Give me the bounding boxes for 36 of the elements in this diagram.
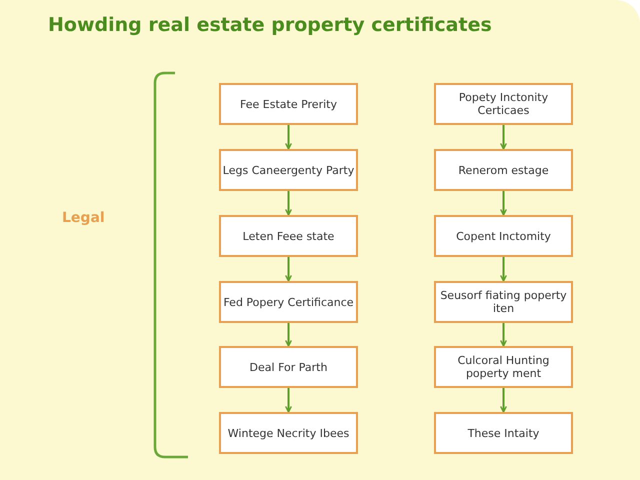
arrow (285, 125, 292, 150)
box-label: Seusorf fiating poperty iten (439, 289, 568, 315)
process-box (219, 215, 358, 257)
process-box (434, 346, 573, 388)
process-box (219, 281, 358, 323)
arrow (500, 323, 507, 347)
process-box (434, 149, 573, 191)
process-box (434, 215, 573, 257)
process-box (219, 346, 358, 388)
arrow (285, 323, 292, 347)
box-label: These Intaity (468, 426, 540, 440)
box-label: Leten Feee state (242, 230, 334, 242)
arrow (285, 388, 292, 413)
arrow (500, 125, 507, 150)
box-label: Fee Estate Prerity (240, 98, 337, 110)
arrow (285, 191, 292, 216)
box-label: Copent Inctomity (456, 230, 551, 242)
arrow (500, 191, 507, 216)
process-box (219, 412, 358, 454)
box-label: Fed Popery Certificance (223, 296, 354, 308)
arrow (500, 388, 507, 413)
diagram-title: Howding real estate property certificates (48, 14, 492, 36)
side-label: Legal (62, 210, 105, 226)
box-label: Wintege Necrity Ibees (228, 426, 350, 440)
box-label: Popety Inctonity Certicaes (458, 91, 550, 117)
box-label: Deal For Parth (250, 360, 328, 374)
box-label: Culcoral Hunting poperty ment (456, 354, 550, 380)
process-box (434, 412, 573, 454)
box-label: Legs Caneergenty Party (222, 164, 354, 176)
process-box (434, 83, 573, 125)
box-label: Renerom estage (458, 164, 549, 176)
process-box (219, 83, 358, 125)
arrow (285, 257, 292, 282)
arrow (500, 257, 507, 282)
process-box (219, 149, 358, 191)
process-box (434, 281, 573, 323)
